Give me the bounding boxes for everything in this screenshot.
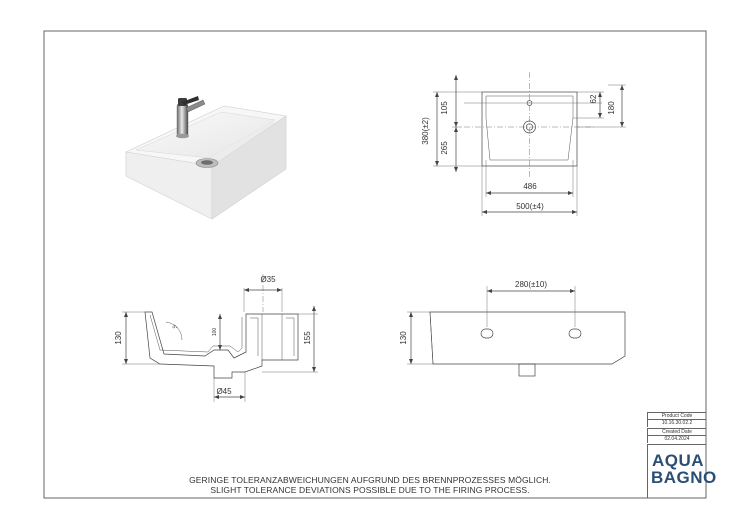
aqua-bagno-logo: AQUA BAGNO (651, 451, 717, 487)
back-view: 280(±10) 130 (399, 280, 626, 377)
sheet-border (43, 30, 707, 499)
section-angle: 5° (171, 324, 179, 332)
top-dim-105: 105 (440, 101, 449, 115)
created-date-label: Created Date (647, 428, 706, 436)
created-date-value: 02.04.2024 (647, 435, 706, 443)
top-view: 105 265 380(±2) 62 180 486 500(±4) (421, 72, 626, 216)
logo-line-2: BAGNO (651, 468, 717, 487)
tolerance-note-de: GERINGE TOLERANZABWEICHUNGEN AUFGRUND DE… (189, 475, 551, 485)
section-dim-155: 155 (303, 331, 312, 345)
title-block: Product Code 10.16.30.02.2 Created Date … (647, 412, 706, 498)
product-code-label: Product Code (647, 412, 706, 420)
top-dim-62: 62 (589, 94, 598, 103)
logo-line-1: AQUA (651, 451, 705, 470)
section-dim-100: 100 (212, 328, 218, 337)
mounting-slot-left (480, 328, 494, 339)
top-dim-500: 500(±4) (516, 202, 544, 211)
tolerance-note-en: SLIGHT TOLERANCE DEVIATIONS POSSIBLE DUE… (210, 485, 530, 495)
mounting-slot-right (568, 328, 582, 339)
tolerance-note: GERINGE TOLERANZABWEICHUNGEN AUFGRUND DE… (120, 475, 620, 495)
section-view: 5° Ø35 130 100 155 Ø45 (114, 274, 318, 402)
top-dim-180: 180 (607, 101, 616, 115)
faucet-icon (176, 96, 206, 139)
section-dim-45: Ø45 (216, 387, 232, 396)
top-dim-486: 486 (523, 182, 537, 191)
basin-product-render (124, 96, 287, 220)
section-dim-130: 130 (114, 331, 123, 345)
section-dim-35: Ø35 (260, 275, 276, 284)
top-dim-380: 380(±2) (421, 117, 430, 145)
back-dim-280: 280(±10) (515, 280, 547, 289)
top-dim-265: 265 (440, 141, 449, 155)
back-dim-130: 130 (399, 331, 408, 345)
product-code-value: 10.16.30.02.2 (647, 419, 706, 427)
